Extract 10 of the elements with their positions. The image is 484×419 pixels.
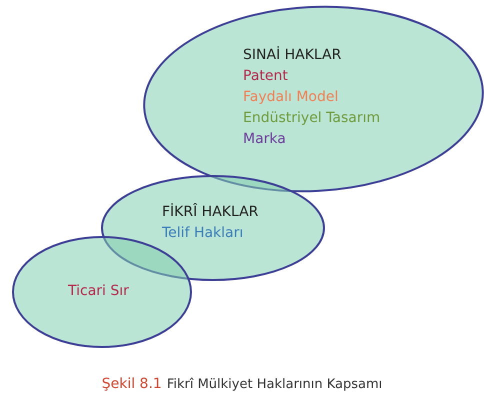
region-heading: SINAİ HAKLAR — [243, 46, 342, 65]
figure-caption: Fikrî Mülkiyet Haklarının Kapsamı — [166, 377, 382, 392]
region-item: Ticari Sır — [68, 282, 129, 301]
region-item: Telif Hakları — [162, 224, 244, 243]
region-heading: FİKRÎ HAKLAR — [162, 203, 258, 222]
region-item: Patent — [243, 67, 289, 86]
region-item: Marka — [243, 130, 287, 149]
region-item: Endüstriyel Tasarım — [243, 109, 380, 128]
region-item: Faydalı Model — [243, 88, 340, 107]
figure-number: Şekil 8.1 — [102, 376, 162, 392]
